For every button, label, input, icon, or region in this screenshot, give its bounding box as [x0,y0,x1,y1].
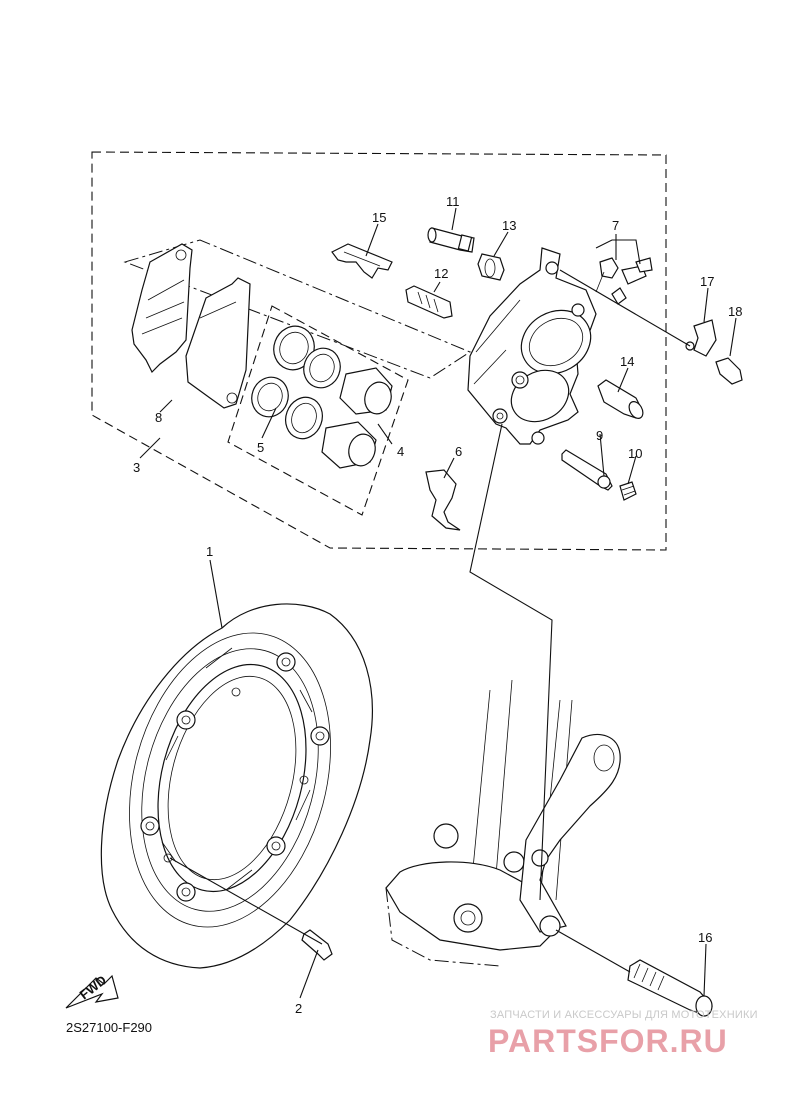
callout-numbers: 1 2 3 4 5 6 7 8 9 10 11 12 13 14 15 16 1… [133,194,742,1016]
watermark-logo: PARTSFOR.RU [488,1024,728,1058]
forward-arrow-icon: FWD [65,972,119,1009]
caliper-body [467,247,597,445]
front-fork-leg [385,679,621,967]
watermark-caption: ЗАПЧАСТИ И АКСЕССУАРЫ ДЛЯ МОТОТЕХНИКИ [490,1009,758,1021]
callout-3: 3 [133,460,140,475]
brake-disc [100,603,373,969]
bolt-12 [405,285,453,319]
pin-9 [561,449,613,491]
callout-12: 12 [434,266,448,281]
callout-2: 2 [295,1001,302,1016]
caliper-assembly-boundary [91,151,667,551]
callout-6: 6 [455,444,462,459]
callout-13: 13 [502,218,516,233]
leader-lines [139,207,737,999]
callout-5: 5 [257,440,264,455]
caliper-pistons [321,367,393,469]
callout-11: 11 [446,194,460,209]
callout-16: 16 [698,930,712,945]
plug-10 [619,481,637,501]
callout-1: 1 [206,544,213,559]
callout-9: 9 [596,428,603,443]
brake-pad-inner [185,277,251,409]
callout-17: 17 [700,274,714,289]
bracket-bolt [627,959,713,1017]
bolt-18 [715,357,743,385]
seal-kit-boundary [227,305,409,516]
callout-4: 4 [397,444,404,459]
callout-7: 7 [612,218,619,233]
callout-14: 14 [620,354,634,369]
callout-8: 8 [155,410,162,425]
slide-pin [427,227,475,253]
pad-spring [331,243,393,279]
bleed-screw-set [595,257,653,305]
clip-17 [685,319,717,357]
disc-bolt [301,929,333,961]
callout-10: 10 [628,446,642,461]
diagram-code: 2S27100-F290 [66,1020,153,1035]
slide-pin-boot [477,253,505,281]
caliper-seals [251,325,341,440]
pin-14 [597,379,644,419]
callout-18: 18 [728,304,742,319]
pad-retainer [425,469,461,531]
brake-pad-outer [131,243,193,374]
callout-15: 15 [372,210,386,225]
watermark-logo-text: PARTSFOR.RU [488,1024,728,1058]
